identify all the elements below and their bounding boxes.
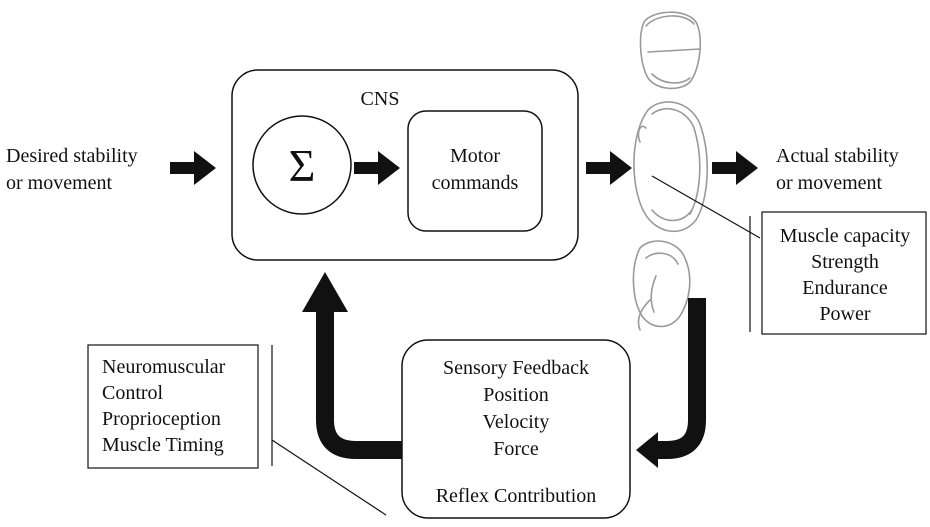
- summation-node: Σ: [252, 115, 352, 215]
- input-arrow: [170, 151, 216, 185]
- neuro-line-4: Muscle Timing: [102, 434, 224, 456]
- input-label-line-1: Desired stability: [6, 145, 138, 167]
- output-label: Actual stability or movement: [776, 145, 899, 194]
- neuromuscular-box: Neuromuscular Control Proprioception Mus…: [87, 344, 273, 469]
- cns-title: CNS: [361, 88, 400, 110]
- body-sketch: [632, 11, 708, 331]
- muscle-capacity-line-3: Endurance: [802, 277, 888, 299]
- cns-box: CNS: [231, 69, 579, 261]
- muscle-capacity-line-4: Power: [819, 303, 870, 325]
- neuro-line-1: Neuromuscular: [102, 356, 226, 378]
- body-to-output-arrow: [712, 151, 758, 185]
- body-to-sensory-arrow: [636, 298, 706, 468]
- cns-to-body-arrow: [586, 151, 632, 185]
- muscle-capacity-line-1: Muscle capacity: [780, 225, 911, 247]
- motor-commands-line-1: Motor: [450, 145, 500, 167]
- neuro-line-2: Control: [102, 382, 164, 404]
- neuro-leader-line: [271, 439, 387, 516]
- muscle-capacity-line-2: Strength: [811, 251, 879, 273]
- motor-commands-box: Motor commands: [407, 110, 543, 232]
- sensory-feedback-box: Sensory Feedback Position Velocity Force…: [401, 339, 631, 519]
- input-label: Desired stability or movement: [6, 145, 138, 194]
- neuro-line-3: Proprioception: [102, 408, 221, 430]
- output-label-line-2: or movement: [776, 172, 883, 194]
- motor-commands-line-2: commands: [432, 172, 519, 194]
- sensory-line-4: Force: [493, 438, 539, 460]
- output-label-line-1: Actual stability: [776, 145, 899, 167]
- input-label-line-2: or movement: [6, 172, 113, 194]
- muscle-capacity-box: Muscle capacity Strength Endurance Power: [749, 211, 927, 335]
- muscle-leader-line: [651, 175, 761, 239]
- sensory-line-3: Velocity: [483, 411, 550, 433]
- sum-to-motor-arrow: [354, 151, 400, 185]
- reflex-contribution: Reflex Contribution: [436, 485, 597, 507]
- sensory-line-1: Sensory Feedback: [443, 357, 589, 379]
- summation-symbol: Σ: [289, 140, 316, 191]
- sensory-to-cns-arrow: [302, 272, 402, 459]
- sensory-line-2: Position: [483, 384, 549, 406]
